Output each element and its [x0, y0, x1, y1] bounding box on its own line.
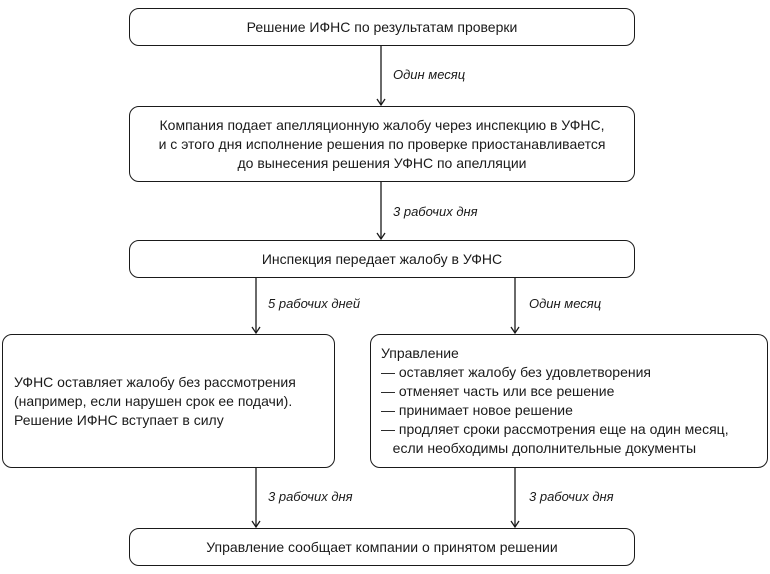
node-department-actions-line-3: — отменяет часть или все решение: [381, 383, 615, 399]
edge-label-e4: Один месяц: [529, 296, 602, 311]
node-department-informs-text: Управление сообщает компании о принятом …: [206, 538, 558, 555]
node-department-actions-line-2: — оставляет жалобу без удовлетворения: [381, 364, 651, 380]
node-department-actions-line-4: — принимает новое решение: [381, 402, 573, 418]
node-department-actions-line-1: Управление: [381, 345, 459, 361]
node-department-actions-line-5: — продляет сроки рассмотрения еще на оди…: [381, 421, 729, 437]
edge-label-e6: 3 рабочих дня: [529, 489, 614, 504]
node-ufns-no-review-line-1: УФНС оставляет жалобу без рассмотрения: [14, 373, 296, 390]
edge-label-e3: 5 рабочих дней: [268, 296, 361, 311]
edge-label-e1: Один месяц: [393, 67, 466, 82]
edge-label-e2: 3 рабочих дня: [393, 204, 478, 219]
node-appeal-filed-line-1: Компания подает апелляционную жалобу чер…: [159, 116, 605, 133]
node-ifns-decision-text: Решение ИФНС по результатам проверки: [246, 18, 518, 35]
node-ufns-no-review: УФНС оставляет жалобу без рассмотрения (…: [2, 334, 335, 468]
node-ufns-no-review-line-3: Решение ИФНС вступает в силу: [14, 411, 224, 428]
node-ifns-decision: Решение ИФНС по результатам проверки: [129, 8, 635, 46]
node-department-actions: Управление — оставляет жалобу без удовле…: [370, 334, 768, 468]
node-appeal-filed-line-2: и с этого дня исполнение решения по пров…: [158, 135, 606, 152]
edge-label-e5: 3 рабочих дня: [268, 489, 353, 504]
node-ufns-no-review-line-2: (например, если нарушен срок ее подачи).: [14, 392, 293, 409]
node-appeal-filed-line-3: до вынесения решения УФНС по апелляции: [237, 154, 527, 171]
node-inspection-forwards: Инспекция передает жалобу в УФНС: [129, 240, 635, 278]
node-department-actions-line-6: если необходимы дополнительные документы: [381, 440, 697, 456]
node-appeal-filed: Компания подает апелляционную жалобу чер…: [129, 106, 635, 182]
node-inspection-forwards-text: Инспекция передает жалобу в УФНС: [261, 250, 503, 267]
node-department-informs: Управление сообщает компании о принятом …: [129, 528, 635, 566]
